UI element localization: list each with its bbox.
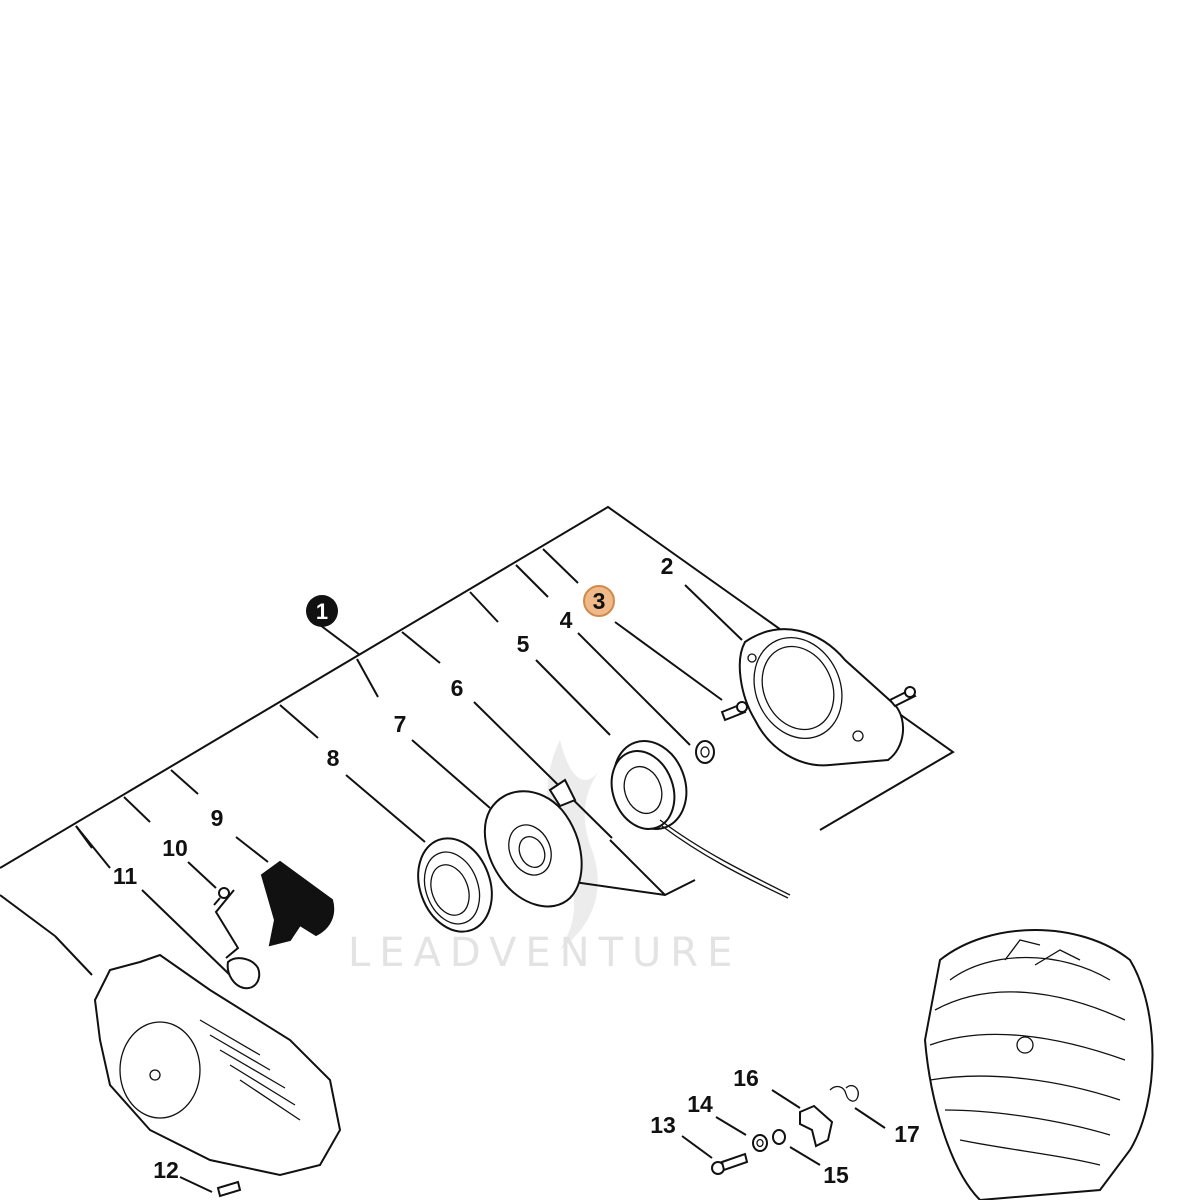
part-13-bolt [711, 1152, 749, 1175]
callout-4[interactable]: 4 [560, 607, 573, 633]
callout-6[interactable]: 6 [451, 675, 464, 701]
callout-16[interactable]: 16 [733, 1065, 759, 1091]
callout-1-badge[interactable]: 1 [306, 595, 338, 627]
part-15-spacer [772, 1129, 786, 1145]
assembly-leaders [0, 505, 955, 1193]
part-17-spring [829, 1084, 859, 1102]
part-14-washer [752, 1134, 768, 1152]
fan-housing [93, 953, 342, 1177]
callout-12[interactable]: 12 [153, 1157, 179, 1183]
callout-9[interactable]: 9 [211, 805, 224, 831]
part-5-rope-rotor [610, 740, 791, 899]
callout-15[interactable]: 15 [823, 1162, 849, 1188]
callout-10[interactable]: 10 [162, 835, 188, 861]
part-11-clip [226, 957, 261, 990]
part-9-starter-grip [260, 860, 335, 947]
part-4-washer [695, 740, 715, 764]
part-2-cover-plate [738, 628, 917, 767]
part-16-pawl [799, 1104, 834, 1148]
callout-5[interactable]: 5 [517, 631, 530, 657]
watermark-text: LEADVENTURE [348, 930, 741, 976]
flywheel [923, 929, 1154, 1200]
part-7-rewind-spring [417, 837, 493, 933]
callout-2[interactable]: 2 [661, 553, 674, 579]
callout-17[interactable]: 17 [894, 1121, 920, 1147]
part-12-screw [216, 1180, 242, 1198]
callout-13[interactable]: 13 [650, 1112, 676, 1138]
callout-1-label: 1 [316, 599, 328, 624]
callout-labels: 1 3 2 4 5 6 7 8 9 10 11 12 13 14 15 16 1… [113, 553, 920, 1188]
callout-14[interactable]: 14 [687, 1091, 713, 1117]
part-10-screw [213, 887, 230, 906]
callout-3-label: 3 [593, 588, 606, 614]
part-6-pulley [483, 778, 583, 908]
part-3-screw [720, 701, 748, 722]
callout-11[interactable]: 11 [113, 863, 138, 889]
callout-7[interactable]: 7 [394, 711, 407, 737]
callout-8[interactable]: 8 [327, 745, 340, 771]
callout-3-highlight[interactable]: 3 [583, 585, 615, 617]
